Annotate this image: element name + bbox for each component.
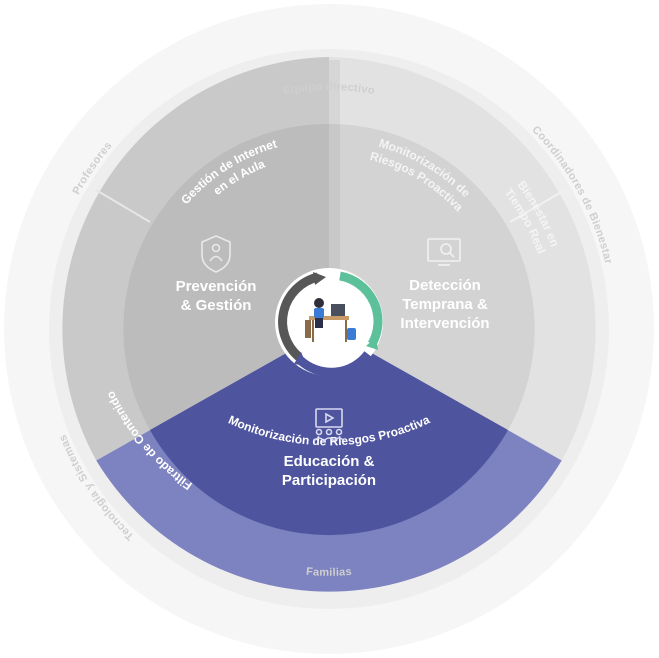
divider-prevention: [95, 189, 151, 223]
arc-purple: [296, 351, 372, 377]
title-education-1: Educación &: [284, 453, 375, 470]
title-education-2: Participación: [282, 472, 376, 489]
title-prevention-1: Prevención: [176, 278, 257, 295]
title-detection-3: Intervención: [400, 315, 489, 332]
ring-label-bottom: Familias: [306, 566, 353, 579]
sector-detection[interactable]: [329, 123, 535, 431]
student-at-desk-icon: [305, 298, 356, 342]
presentation-audience-icon: [313, 408, 345, 442]
inner-sectors: [123, 60, 535, 536]
sector-education[interactable]: [150, 329, 508, 536]
sector-shadow: [329, 60, 340, 329]
arc-green: [339, 271, 383, 347]
title-detection-2: Temprana &: [402, 296, 488, 313]
monitor-search-icon: [427, 238, 461, 266]
sector-prevention[interactable]: [123, 123, 329, 430]
ring-label-top: Equipo directivo: [282, 81, 376, 97]
arc-gray: [278, 272, 320, 361]
title-detection-1: Detección: [409, 277, 481, 294]
divider-detection: [509, 189, 566, 223]
center-hub: [275, 268, 383, 377]
title-prevention-2: & Gestión: [181, 297, 252, 314]
shield-person-icon: [201, 235, 231, 273]
